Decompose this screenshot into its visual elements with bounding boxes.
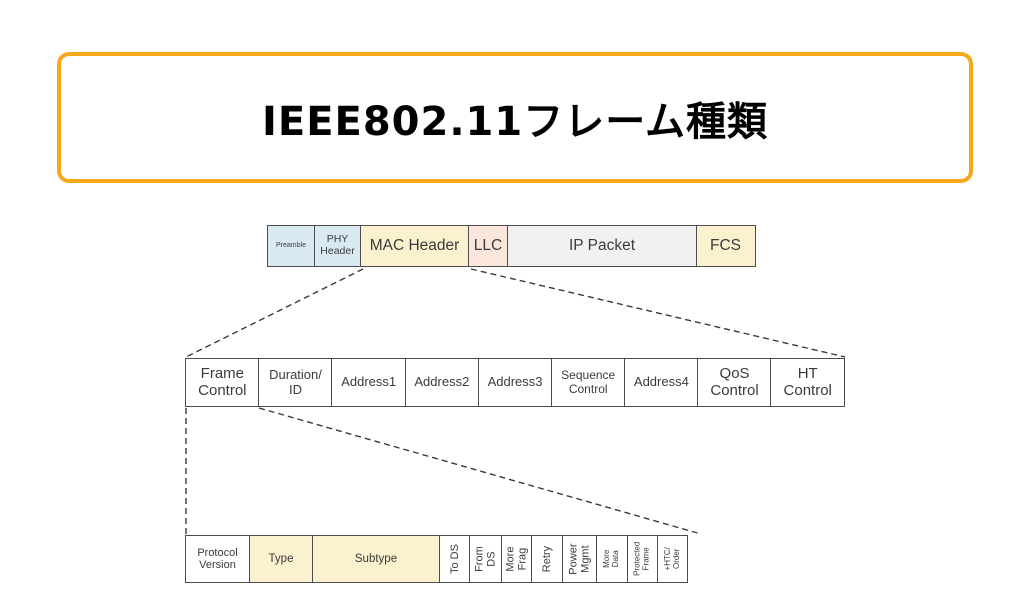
cell-subtype: Subtype <box>312 535 440 583</box>
cell-htc-order: +HTC/ Order <box>657 535 688 583</box>
cell-retry: Retry <box>531 535 563 583</box>
cell-from-ds: From DS <box>469 535 502 583</box>
cell-ip-packet: IP Packet <box>507 225 697 267</box>
cell-fcs: FCS <box>695 225 756 267</box>
more-frag-label: More Frag <box>504 546 529 572</box>
cell-type: Type <box>248 535 314 583</box>
retry-label: Retry <box>540 545 553 573</box>
cell-llc: LLC <box>467 225 509 267</box>
cell-phy-header: PHY Header <box>313 225 362 267</box>
cell-protocol-version: Protocol Version <box>185 535 250 583</box>
cell-qos-control: QoS Control <box>697 358 772 407</box>
title-box: IEEE802.11フレーム種類 <box>57 52 973 183</box>
cell-address4: Address4 <box>624 358 699 407</box>
cell-ht-control: HT Control <box>770 358 846 407</box>
cell-more-frag: More Frag <box>500 535 533 583</box>
page-title: IEEE802.11フレーム種類 <box>261 98 768 145</box>
cell-frame-control: Frame Control <box>185 358 260 407</box>
cell-duration-id: Duration/ ID <box>258 358 333 407</box>
to-ds-label: To DS <box>448 544 461 574</box>
cell-protected-frame: Protected Frame <box>626 535 659 583</box>
cell-mac-header: MAC Header <box>360 225 469 267</box>
more-data-label: More Data <box>602 549 620 569</box>
cell-address1: Address1 <box>331 358 407 407</box>
connector-mac-left <box>185 268 364 358</box>
cell-sequence-control: Sequence Control <box>550 358 626 407</box>
cell-preamble: Preamble <box>267 225 315 267</box>
htc-order-label: +HTC/ Order <box>662 547 681 571</box>
connector-mac-right <box>470 268 846 358</box>
frame-overview-row: Preamble PHY Header MAC Header LLC IP Pa… <box>267 225 756 267</box>
cell-address3: Address3 <box>477 358 553 407</box>
frame-control-row: Protocol Version Type Subtype To DS From… <box>185 535 688 583</box>
cell-power-mgmt: Power Mgmt <box>561 535 598 583</box>
power-mgmt-label: Power Mgmt <box>567 543 592 575</box>
protected-frame-label: Protected Frame <box>632 541 651 577</box>
mac-header-row: Frame Control Duration/ ID Address1 Addr… <box>185 358 846 407</box>
cell-more-data: More Data <box>596 535 628 583</box>
cell-address2: Address2 <box>404 358 480 407</box>
cell-to-ds: To DS <box>438 535 471 583</box>
connector-fc-right <box>258 407 702 535</box>
from-ds-label: From DS <box>473 546 498 572</box>
